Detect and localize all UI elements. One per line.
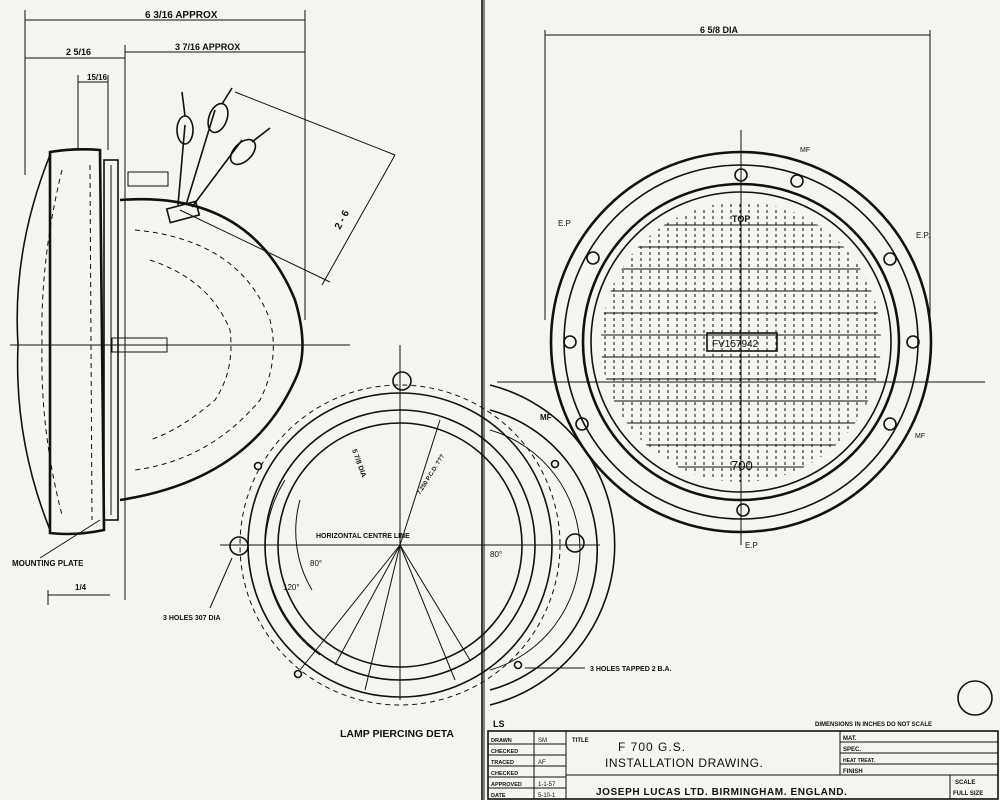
mat-label: MAT.	[843, 736, 857, 742]
piercing-hole-left	[229, 536, 249, 556]
title-block-row-label: CHECKED	[491, 749, 518, 755]
ring-angle-80: 80°	[490, 550, 502, 559]
dia-label: 5 7/8 DIA	[350, 448, 367, 478]
finish-label: FINISH	[843, 769, 863, 775]
ep-bottom: E.P	[745, 541, 758, 550]
scale-label: SCALE	[955, 780, 975, 786]
ep-right: E.P.	[916, 231, 930, 240]
top-label: TOP	[732, 214, 750, 224]
title-block-row-value: AF	[538, 760, 546, 766]
side-view: 6 3/16 APPROX 3 7/16 APPROX 2 5/16 15/16	[10, 10, 396, 605]
piercing-hole-top	[392, 371, 412, 391]
ring-mf-label: MF	[540, 413, 552, 422]
title-block-row-label: TRACED	[491, 760, 514, 766]
dims-note: DIMENSIONS IN INCHES DO NOT SCALE	[815, 722, 932, 728]
lamp-piercing-detail: HORIZONTAL CENTRE LINE 80° 120° 5 7/8 DI…	[163, 345, 580, 740]
mounting-plate-label: MOUNTING PLATE	[12, 559, 84, 568]
depth-dim: 3 7/16 APPROX	[175, 42, 240, 52]
title-line2: INSTALLATION DRAWING.	[605, 756, 763, 770]
horizontal-centre-line-label: HORIZONTAL CENTRE LINE	[316, 533, 410, 540]
title-block-row-label: DRAWN	[491, 738, 512, 744]
piercing-caption: LAMP PIERCING DETA	[340, 728, 454, 740]
terminal-reach-dim: 2 - 6	[333, 208, 352, 231]
title-line1: F 700 G.S.	[618, 740, 686, 754]
title-label: TITLE	[572, 738, 589, 744]
rim-dim: 15/16	[87, 73, 108, 82]
scale-value: FULL SIZE	[953, 791, 983, 797]
holes-note: 3 HOLES 307 DIA	[163, 615, 221, 622]
title-block-row-label: DATE	[491, 793, 506, 799]
angle-80-label: 80°	[310, 559, 322, 568]
mf-top: MF	[800, 147, 810, 154]
title-block-row-value: 5-10-1	[538, 793, 556, 799]
spec-label: SPEC.	[843, 747, 861, 753]
mounting-ring-detail: 80° MF 3 HOLES TAPPED 2 B.A.	[489, 384, 672, 706]
plate-thickness-dim: 1/4	[75, 583, 87, 592]
part-number: FV157942	[712, 339, 759, 350]
title-block: LS DIMENSIONS IN INCHES DO NOT SCALE TIT…	[487, 680, 999, 800]
title-block-row-value: SM	[538, 738, 547, 744]
mf-right: MF	[915, 433, 925, 440]
pcd-label: 7.250 P.C.D. ???	[417, 453, 447, 496]
model-label: 700	[731, 458, 753, 473]
company-name: JOSEPH LUCAS LTD. BIRMINGHAM. ENGLAND.	[596, 787, 848, 798]
title-block-row-value: 1-1-57	[538, 782, 556, 788]
angle-120-label: 120°	[283, 583, 300, 592]
title-block-row-label: CHECKED	[491, 771, 518, 777]
ep-top-left: E.P	[558, 219, 571, 228]
flange-dim: 2 5/16	[66, 47, 91, 57]
terminal-connectors	[165, 87, 271, 224]
heat-treat-label: HEAT TREAT.	[843, 758, 875, 764]
lamp-dia-dim: 6 5/8 DIA	[700, 25, 739, 35]
ls-label: LS	[493, 719, 505, 729]
overall-width-dim: 6 3/16 APPROX	[145, 10, 218, 21]
holes-tapped-note: 3 HOLES TAPPED 2 B.A.	[590, 666, 672, 673]
title-block-row-label: APPROVED	[491, 782, 522, 788]
front-view: 6 5/8 DIA FV157942 TOP 700 E.P E	[497, 25, 985, 550]
